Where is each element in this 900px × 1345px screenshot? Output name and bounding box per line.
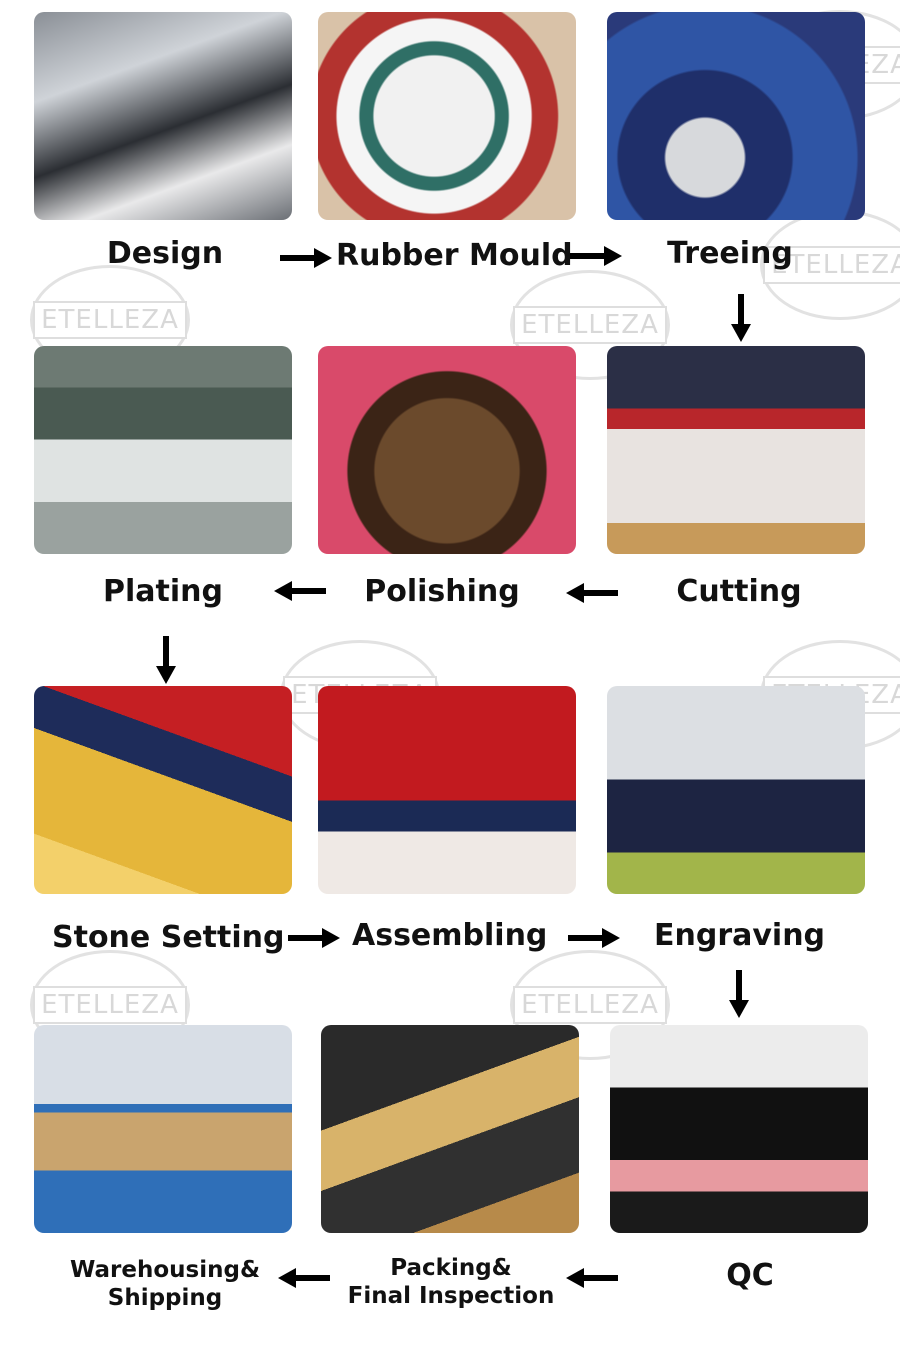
step-label-cutting: Cutting: [676, 574, 802, 609]
step-label-warehousing-line1: Warehousing&: [69, 1257, 261, 1283]
qc-photo: [610, 1025, 868, 1233]
step-label-design: Design: [106, 236, 224, 271]
step-label-packing-line1: Packing&: [390, 1255, 512, 1281]
arrow-left-icon: [274, 581, 326, 601]
step-label-qc: QC: [726, 1258, 774, 1293]
step-label-assembling: Assembling: [352, 918, 548, 953]
stone-setting-photo: [34, 686, 292, 894]
watermark-logo: ETELLEZA: [510, 270, 670, 380]
watermark-logo: ETELLEZA: [760, 210, 900, 320]
step-label-rubber-mould: Rubber Mould: [336, 238, 573, 273]
arrow-left-icon: [566, 1268, 618, 1288]
step-label-treeing: Treeing: [667, 236, 793, 271]
arrow-down-icon: [156, 636, 176, 684]
step-label-engraving: Engraving: [654, 918, 826, 953]
step-label-stone-setting: Stone Setting: [52, 920, 285, 955]
arrow-left-icon: [566, 583, 618, 603]
watermark-logo: ETELLEZA: [510, 950, 670, 1060]
step-label-warehousing: Warehousing& Shipping: [60, 1256, 270, 1312]
treeing-photo: [607, 12, 865, 220]
engraving-photo: [607, 686, 865, 894]
arrow-right-icon: [568, 928, 620, 948]
step-label-polishing: Polishing: [364, 574, 520, 609]
arrow-left-icon: [278, 1268, 330, 1288]
step-label-packing: Packing& Final Inspection: [340, 1254, 562, 1310]
arrow-down-icon: [731, 294, 751, 342]
step-label-plating: Plating: [103, 574, 223, 609]
step-label-warehousing-line2: Shipping: [107, 1285, 223, 1311]
packing-photo: [321, 1025, 579, 1233]
assembling-photo: [318, 686, 576, 894]
rubber-mould-photo: [318, 12, 576, 220]
step-label-packing-line2: Final Inspection: [347, 1283, 555, 1309]
design-photo: [34, 12, 292, 220]
polishing-photo: [318, 346, 576, 554]
watermark-logo: ETELLEZA: [30, 265, 190, 375]
watermark-logo: ETELLEZA: [30, 950, 190, 1060]
arrow-right-icon: [288, 928, 340, 948]
cutting-photo: [607, 346, 865, 554]
plating-photo: [34, 346, 292, 554]
arrow-down-icon: [729, 970, 749, 1018]
warehousing-photo: [34, 1025, 292, 1233]
arrow-right-icon: [280, 248, 332, 268]
arrow-right-icon: [570, 246, 622, 266]
